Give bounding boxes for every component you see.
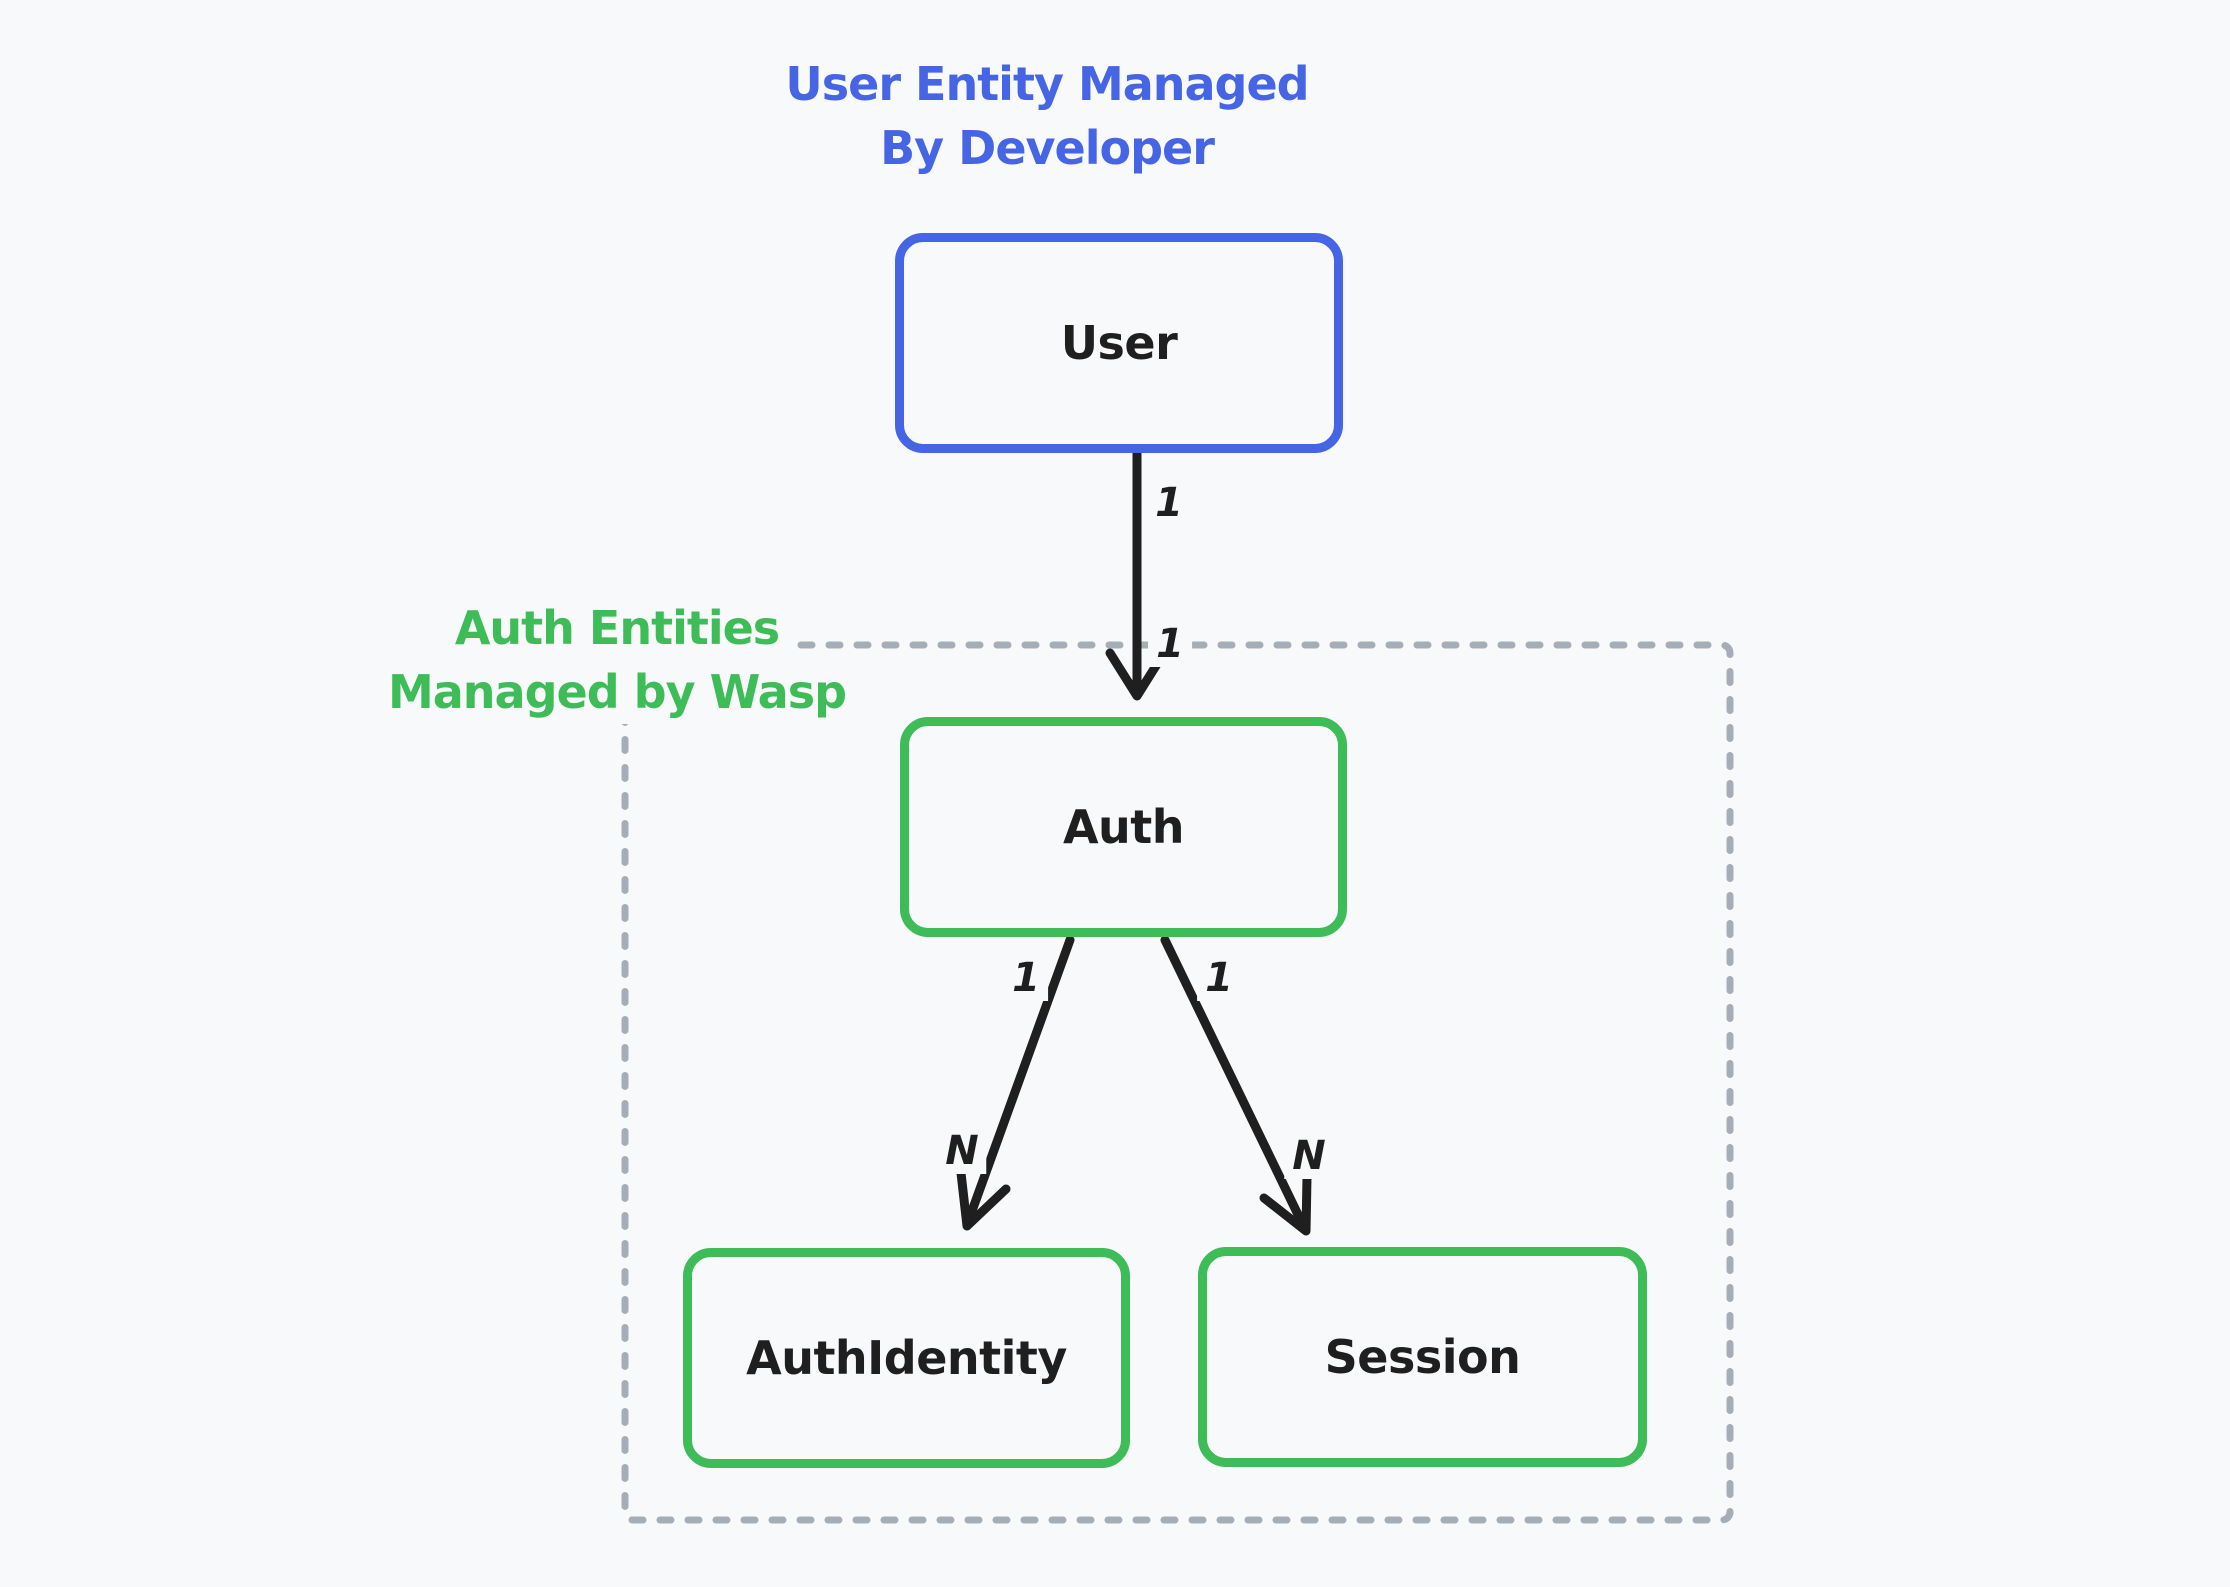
cardinality-auth-authidentity-target: N	[937, 1128, 987, 1174]
caption-auth-entities-line2: Managed by Wasp	[377, 660, 857, 724]
arrow-auth-to-session	[1160, 935, 1312, 1236]
arrow-auth-to-authidentity	[956, 935, 1075, 1231]
entity-user-label: User	[1060, 316, 1178, 370]
cardinality-auth-authidentity-source: 1	[1004, 955, 1048, 1001]
arrow-head	[1259, 1172, 1312, 1236]
cardinality-user-auth-target: 1	[1148, 621, 1192, 667]
arrow-user-to-auth	[1105, 447, 1169, 701]
cardinality-auth-session-target: N	[1284, 1133, 1334, 1179]
caption-user-entity-line1: User Entity Managed	[785, 57, 1309, 111]
entity-auth-identity-label: AuthIdentity	[746, 1331, 1067, 1385]
caption-user-entity: User Entity Managed By Developer	[647, 52, 1447, 180]
cardinality-auth-session-source: 1	[1197, 955, 1241, 1001]
caption-auth-entities: Auth Entities Managed by Wasp	[317, 596, 917, 724]
entity-session: Session	[1198, 1247, 1647, 1467]
cardinality-user-auth-source: 1	[1147, 480, 1191, 526]
arrow-head	[1105, 648, 1169, 701]
entity-user: User	[895, 233, 1343, 453]
arrow-head	[956, 1168, 1011, 1231]
entity-auth: Auth	[900, 717, 1347, 937]
caption-auth-entities-line1: Auth Entities	[444, 596, 790, 660]
entity-auth-identity: AuthIdentity	[683, 1248, 1130, 1468]
arrow-shaft	[1160, 935, 1309, 1232]
caption-user-entity-line2: By Developer	[880, 121, 1215, 175]
entity-auth-label: Auth	[1062, 800, 1185, 854]
arrow-shaft	[963, 935, 1075, 1227]
entity-session-label: Session	[1324, 1330, 1521, 1384]
